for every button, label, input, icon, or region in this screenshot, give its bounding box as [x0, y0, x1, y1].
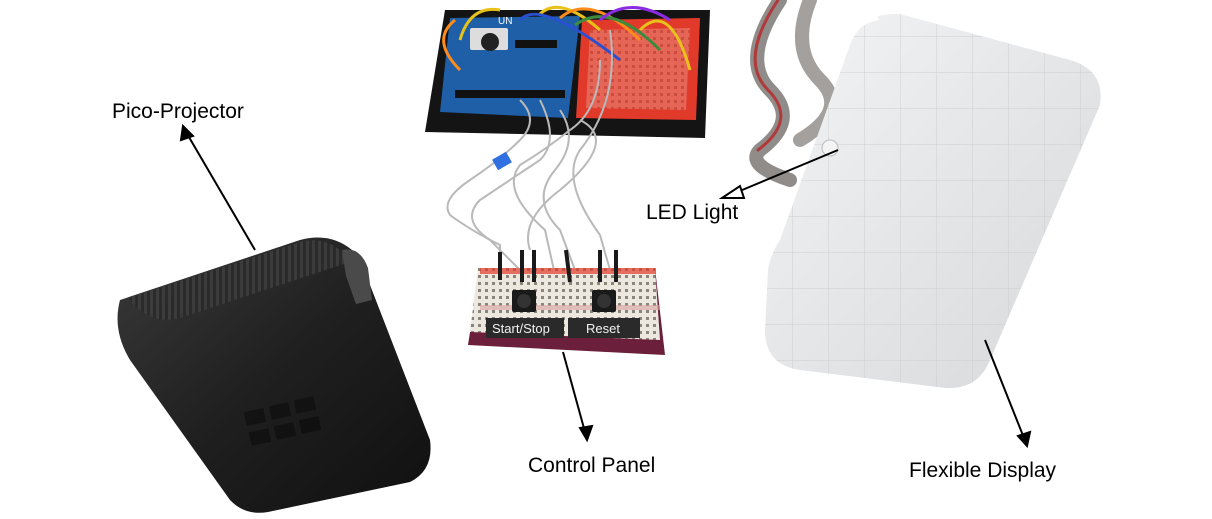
- display-arrow: [984, 339, 1025, 439]
- start-stop-button: Start/Stop: [486, 290, 564, 338]
- control-arrow: [562, 351, 586, 433]
- board-text: UN: [498, 16, 512, 27]
- wire-harness: [446, 29, 613, 276]
- blue-tie: [492, 151, 512, 171]
- panel-wire-ends: [498, 249, 618, 283]
- led-arrow: [734, 149, 839, 194]
- led-light-label: LED Light: [646, 201, 739, 224]
- pico-projector: [117, 237, 431, 513]
- control-arrowhead: [578, 424, 594, 443]
- arduino-board: [440, 16, 580, 118]
- arduino-platform: UN: [425, 5, 710, 138]
- start-stop-label: Start/Stop: [492, 321, 550, 336]
- led-arrowhead: [718, 184, 746, 199]
- projector-vent: [243, 396, 322, 446]
- flexible-display: [765, 14, 1101, 389]
- callout-arrows: [179, 123, 1032, 449]
- reset-label: Reset: [586, 321, 620, 336]
- projector-arrowhead: [179, 123, 195, 142]
- pico-projector-label: Pico-Projector: [112, 100, 244, 123]
- jumper-wires: [442, 5, 692, 72]
- display-arrowhead: [1016, 430, 1032, 449]
- projector-arrow: [185, 131, 256, 251]
- reset-button: Reset: [568, 290, 640, 338]
- control-panel-label: Control Panel: [528, 454, 656, 477]
- flexible-display-label: Flexible Display: [909, 459, 1057, 482]
- control-panel: Start/Stop Reset: [468, 249, 665, 355]
